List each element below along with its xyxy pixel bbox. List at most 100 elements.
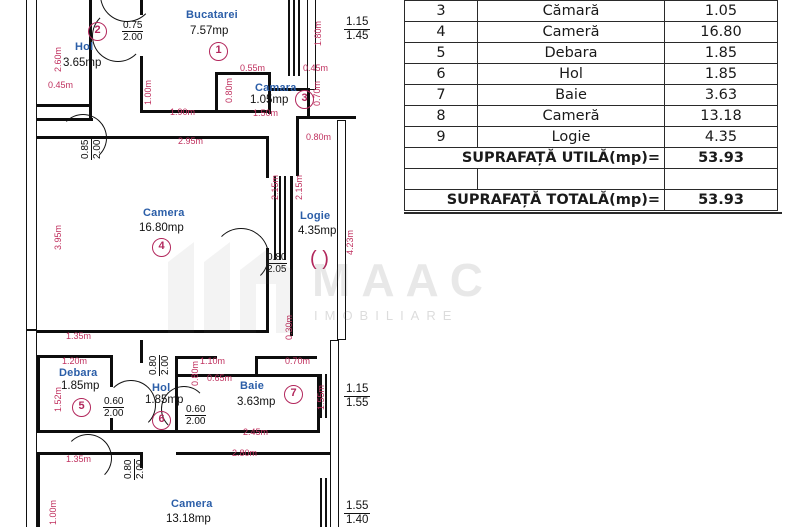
window-frame xyxy=(320,478,322,527)
exterior-wall-right-logie xyxy=(337,120,346,340)
room-area-bucatarei: 7.57mp xyxy=(190,25,229,37)
room-label-camara: Camara xyxy=(255,82,297,94)
room-area-camara: 1.05mp xyxy=(250,94,289,106)
dimension-label: 0.55m xyxy=(240,63,266,73)
room-area-debara: 1.85mp xyxy=(61,380,100,392)
cell-number: 4 xyxy=(404,21,478,43)
dimension-label: 0.80m xyxy=(190,360,200,386)
wall-segment xyxy=(176,452,330,455)
wall-segment xyxy=(37,330,269,333)
cell-area-value: 13.18 xyxy=(664,105,778,127)
dimension-label: 0.65m xyxy=(207,373,233,383)
dimension-label: 3.95m xyxy=(53,224,63,250)
wall-segment xyxy=(140,355,143,363)
room-label-hol-2: Hol xyxy=(75,41,94,53)
cell-room-name: Cameră xyxy=(477,21,665,43)
room-area-hol-6: 1.85mp xyxy=(145,394,184,406)
dimension-label: 0.70m xyxy=(285,356,311,366)
room-label-baie: Baie xyxy=(240,380,265,392)
wall-segment xyxy=(140,452,143,468)
wall-segment xyxy=(266,136,269,178)
room-number-2: 2 xyxy=(88,22,107,41)
summary-label: SUPRAFAȚĂ TOTALĂ(mp)= xyxy=(404,189,665,211)
cell-area-value: 4.35 xyxy=(664,126,778,148)
room-number-4: 4 xyxy=(152,238,171,257)
dimension-label: 2.60m xyxy=(53,46,63,72)
wall-segment xyxy=(317,374,320,432)
dimension-label: 1.00m xyxy=(143,79,153,105)
door-swing-arc xyxy=(161,386,207,432)
wall-segment xyxy=(140,110,270,113)
cell-room-name: Baie xyxy=(477,84,665,106)
door-swing-arc xyxy=(64,434,112,482)
door-marker: 0.80 2.00 xyxy=(148,354,171,376)
cell-room-name: Logie xyxy=(477,126,665,148)
dimension-label: 2.15m xyxy=(270,174,280,200)
cell-number: 6 xyxy=(404,63,478,85)
summary-label: SUPRAFAȚĂ UTILĂ(mp)= xyxy=(404,147,665,169)
room-label-bucatarei: Bucatarei xyxy=(186,9,238,21)
wall-segment xyxy=(37,452,40,527)
room-label-camera-8: Camera xyxy=(171,498,213,510)
exterior-wall-right-lower xyxy=(330,340,339,527)
window-frame xyxy=(320,374,322,418)
window-frame xyxy=(293,0,295,76)
wall-segment xyxy=(215,72,218,113)
wall-segment xyxy=(110,418,113,433)
wall-segment xyxy=(266,248,269,333)
dimension-label: 2.80m xyxy=(232,448,258,458)
cell-area-value: 1.05 xyxy=(664,0,778,22)
table-blank-row xyxy=(404,168,778,190)
cell-number: 8 xyxy=(404,105,478,127)
window-frame xyxy=(298,0,300,76)
wall-segment xyxy=(110,355,113,387)
wall-segment xyxy=(140,340,143,356)
window-marker: 1.15 1.55 xyxy=(344,383,371,409)
wall-segment xyxy=(290,176,293,336)
window-marker: 1.15 1.45 xyxy=(344,16,371,42)
room-area-camera-4: 16.80mp xyxy=(139,222,184,234)
blank-cell xyxy=(664,168,778,190)
dimension-label: 1.90m xyxy=(170,107,196,117)
dimension-label: 1.52m xyxy=(53,386,63,412)
room-label-debara: Debara xyxy=(59,367,98,379)
room-area-baie: 3.63mp xyxy=(237,396,276,408)
room-number-5: 5 xyxy=(72,398,91,417)
dimension-label: 0.30m xyxy=(284,314,294,340)
dimension-label: 4.23m xyxy=(345,229,355,255)
room-area-logie: 4.35mp xyxy=(298,225,337,237)
cell-room-name: Cameră xyxy=(477,105,665,127)
window-marker: 1.55 1.40 xyxy=(344,500,371,526)
door-swing-arc xyxy=(59,114,107,162)
cell-area-value: 1.85 xyxy=(664,63,778,85)
wall-segment xyxy=(37,104,92,107)
room-label-camera-4: Camera xyxy=(143,207,185,219)
wall-segment xyxy=(37,118,93,121)
wall-segment xyxy=(89,104,92,120)
window-frame xyxy=(284,176,286,260)
door-marker: 0.60 2.00 xyxy=(185,404,207,427)
cell-number: 5 xyxy=(404,42,478,64)
door-marker: 0.80 2.05 xyxy=(266,252,288,275)
room-number-3: 3 xyxy=(295,90,314,109)
summary-value: 53.93 xyxy=(664,147,778,169)
room-number-9: ( ) xyxy=(310,248,329,270)
cell-room-name: Cămară xyxy=(477,0,665,22)
cell-number: 3 xyxy=(404,0,478,22)
exterior-wall-right-upper xyxy=(307,0,316,90)
watermark-tagline: IMOBILIARE xyxy=(314,308,459,323)
room-number-6: 6 xyxy=(152,411,171,430)
cell-room-name: Debara xyxy=(477,42,665,64)
dimension-label: 1.35m xyxy=(66,331,92,341)
dimension-label: 0.45m xyxy=(303,63,329,73)
summary-row-totala: SUPRAFAȚĂ TOTALĂ(mp)=53.93 xyxy=(404,189,778,211)
wall-segment xyxy=(89,0,92,10)
door-swing-arc xyxy=(213,228,269,284)
